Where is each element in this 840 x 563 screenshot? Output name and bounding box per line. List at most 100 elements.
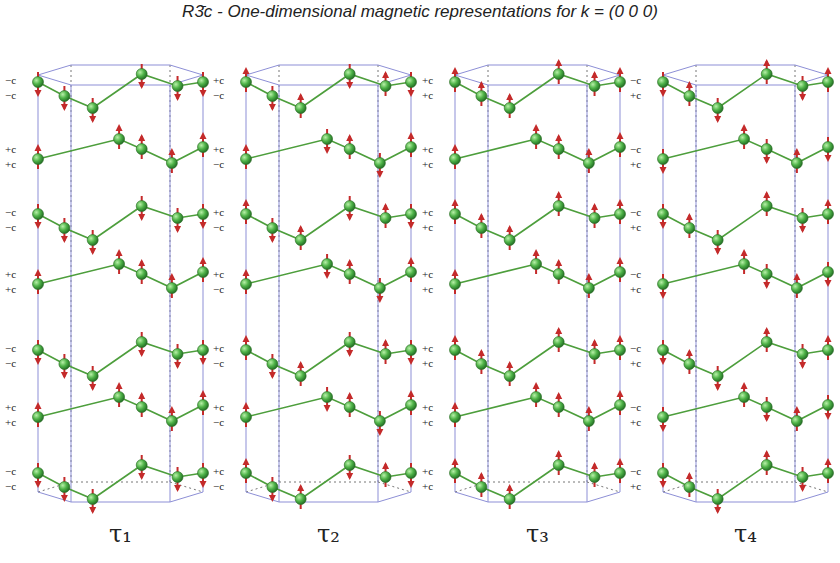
spin-direction-label: +c [421,143,434,155]
spin-direction-label: +c [421,357,434,369]
spin-arrowhead [714,384,721,391]
spin-arrowhead [506,484,513,491]
bond-line [38,465,203,499]
spin-arrowhead [61,236,68,243]
atom [406,345,417,356]
spin-arrowhead [61,104,68,111]
spin-arrowhead [533,382,540,389]
atom [406,142,417,153]
spin-arrowhead [269,372,276,379]
cell-edge [696,85,795,86]
spin-arrowhead [617,335,624,342]
spin-arrowhead [61,495,68,502]
atom [344,69,355,80]
spin-arrowhead [555,59,562,66]
atom [374,416,385,427]
spin-arrowhead [660,90,667,97]
atom [684,482,695,493]
spin-arrowhead [408,481,415,488]
atom [33,77,44,88]
spin-arrowhead [243,269,250,276]
cell-edge [246,482,279,492]
atom [476,359,487,370]
atom [136,269,147,280]
spin-arrowhead [825,67,832,74]
spin-direction-label: −c [4,206,17,218]
spin-arrowhead [660,481,667,488]
spin-direction-label: −c [212,158,225,170]
spin-arrowhead [382,203,389,210]
atom [504,103,515,114]
atom [761,201,772,212]
spin-arrowhead [555,259,562,266]
atom [658,209,669,220]
atom [761,269,772,280]
atom [739,392,750,403]
spin-arrowhead [200,222,207,229]
atom [791,158,802,169]
spin-arrowhead [793,273,800,280]
spin-direction-label: −c [212,357,225,369]
cell-edge [71,65,170,66]
atom [322,392,333,403]
atom [589,81,600,92]
atom [136,69,147,80]
cell-edge [279,482,378,483]
spin-direction-label: +c [4,401,17,413]
spin-arrowhead [452,402,459,409]
atom [374,283,385,294]
spin-arrowhead [555,392,562,399]
atom [241,77,252,88]
atom [241,279,252,290]
cell-edge [795,65,828,75]
spin-arrowhead [200,390,207,397]
atom [504,371,515,382]
unit-cell [241,64,417,509]
spin-arrowhead [617,132,624,139]
cell-edge [587,492,620,502]
spin-arrowhead [174,226,181,233]
spin-arrowhead [763,157,770,164]
spin-arrowhead [200,90,207,97]
cell-edge [71,85,72,502]
atom [33,209,44,220]
cell-edge [455,492,488,502]
atom [267,482,278,493]
spin-arrowhead [35,222,42,229]
atom [615,468,626,479]
atom [553,337,564,348]
bond-line [246,342,411,376]
atom [241,412,252,423]
spin-arrowhead [478,472,485,479]
atom [589,349,600,360]
spin-arrowhead [825,155,832,162]
atom [406,267,417,278]
spin-arrowhead [346,392,353,399]
atom [344,144,355,155]
spin-arrowhead [35,402,42,409]
atom [136,460,147,471]
spin-direction-label: −c [4,342,17,354]
spin-arrowhead [478,349,485,356]
bond-line [455,465,620,499]
atom [797,472,808,483]
cell-edge [170,65,203,75]
spin-arrowhead [346,350,353,357]
atom [267,359,278,370]
cell-edge [795,482,828,492]
atom [87,494,98,505]
spin-arrowhead [200,358,207,365]
atom [712,235,723,246]
spin-direction-label: −c [4,357,17,369]
spin-arrowhead [506,361,513,368]
spin-arrowhead [741,124,748,131]
spin-direction-label: −c [212,416,225,428]
atom [374,158,385,169]
spin-direction-label: +c [4,143,17,155]
spin-arrowhead [825,335,832,342]
atom [172,213,183,224]
atom [791,416,802,427]
spin-arrowhead [408,222,415,229]
cell-edge [71,85,170,86]
atom [136,337,147,348]
